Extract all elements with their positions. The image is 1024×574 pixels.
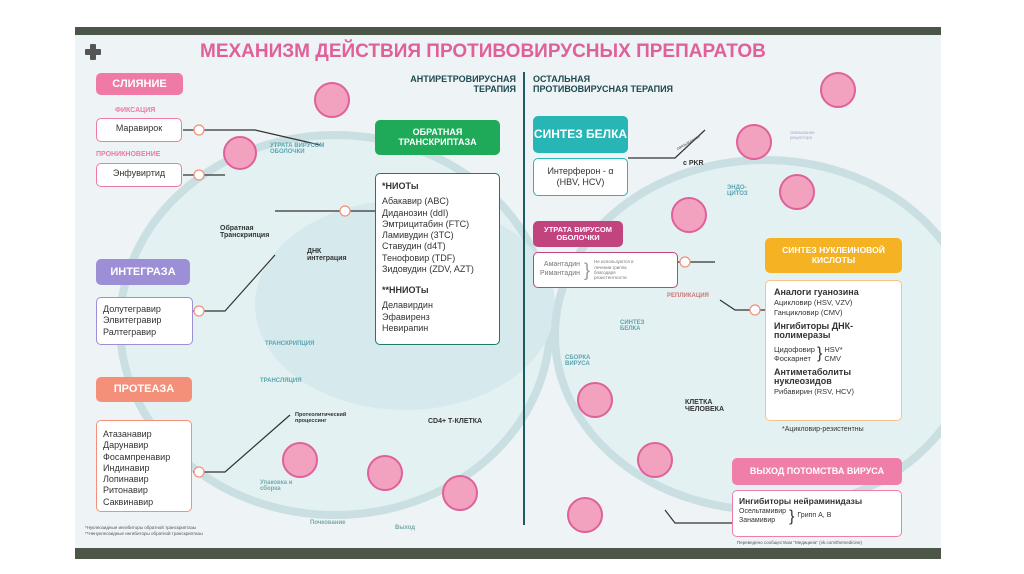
drug: Ритонавир	[103, 485, 148, 496]
drug: Тенофовир (TDF)	[382, 252, 456, 263]
nrti-title: *НИОТы	[382, 181, 419, 191]
plus-icon	[85, 44, 101, 60]
group-title: Аналоги гуанозина	[774, 287, 859, 297]
transcription-label: ТРАНСКРИПЦИЯ	[265, 341, 315, 347]
human-cell-label: КЛЕТКА ЧЕЛОВЕКА	[685, 399, 724, 413]
protein-synthesis-header: СИНТЕЗ БЕЛКА	[533, 116, 628, 153]
drug: Рибавирин (RSV, HCV)	[774, 386, 854, 396]
protease-header: ПРОТЕАЗА	[96, 377, 192, 402]
exit-header: ВЫХОД ПОТОМСТВА ВИРУСА	[732, 458, 902, 485]
drug: Саквинавир	[103, 496, 154, 507]
nucleic-acid-box: Аналоги гуанозина Ацикловир (HSV, VZV) Г…	[765, 280, 902, 421]
drug: Занамивир	[739, 516, 776, 524]
translation-label: ТРАНСЛЯЦИЯ	[260, 378, 302, 384]
drug: Абакавир (ABC)	[382, 196, 449, 207]
rt-drugs-box: *НИОТы Абакавир (ABC) Диданозин (ddI) Эм…	[375, 173, 500, 345]
drug: Осельтамивир	[739, 507, 787, 515]
drug: Диданозин (ddI)	[382, 207, 449, 218]
interferon-box: Интерферон - α (HBV, HCV)	[533, 158, 628, 196]
drug: Фоскарнет	[774, 353, 811, 363]
drug: Атазанавир	[103, 429, 152, 439]
maraviroc-box: Маравирок	[96, 118, 182, 142]
proteolytic-label: Протеолитический процессинг	[295, 412, 347, 424]
drug: Фосампренавир	[103, 451, 171, 462]
integrase-drugs-box: Долутегравир Элвитегравир Ралтегравир	[96, 297, 193, 345]
budding-label: Почкование	[310, 520, 346, 526]
drug: Индинавир	[103, 462, 150, 473]
drug: Эмтрицитабин (FTC)	[382, 218, 470, 229]
footnote: **Ненуклеозидные ингибиторы обратной тра…	[85, 530, 203, 536]
target: CMV	[824, 353, 841, 363]
right-section-title: ОСТАЛЬНАЯ ПРОТИВОВИРУСНАЯ ТЕРАПИЯ	[533, 74, 674, 94]
footnotes: *Нуклеозидные ингибиторы обратной транск…	[85, 525, 203, 537]
uncoating-header: УТРАТА ВИРУСОМ ОБОЛОЧКИ	[533, 221, 623, 247]
protein-synthesis-label: СИНТЕЗ БЕЛКА	[620, 320, 645, 332]
dna-integration-label: ДНК интеграция	[307, 248, 347, 262]
drug: Лопинавир	[103, 474, 149, 484]
acyclovir-note: *Ацикловир-резистентны	[782, 426, 864, 433]
cd4-cell-label: CD4+ Т-КЛЕТКА	[428, 418, 483, 425]
integrase-header: ИНТЕГРАЗА	[96, 259, 190, 285]
drug: Долутегравир	[103, 304, 161, 314]
uncoating-note: Не используются в лечении гриппа благода…	[594, 259, 634, 281]
protease-drugs-box: Атазанавир Дарунавир Фосампренавир Индин…	[96, 420, 192, 512]
drug: Римантадин	[540, 270, 581, 277]
target: Грипп А, В	[797, 512, 832, 520]
receptor-label: связывание рецептора	[790, 130, 815, 140]
enfuvirtide-box: Энфувиртид	[96, 163, 182, 187]
drug: Ацикловир (HSV, VZV)	[774, 298, 853, 308]
drug: Ставудин (d4T)	[382, 241, 446, 252]
credit: Переведено сообществом "Медицина" (vk.co…	[737, 540, 863, 545]
drug: Эфавиренз	[382, 311, 430, 322]
drug: Ламивудин (3TC)	[382, 230, 454, 240]
hiv-virions	[223, 82, 478, 511]
exit-label: Выход	[395, 525, 416, 531]
rt-header: ОБРАТНАЯ ТРАНСКРИПТАЗА	[375, 120, 500, 155]
drug: Цидофовир	[774, 344, 815, 354]
drug: Ралтегравир	[103, 326, 157, 337]
group-title: Антиметаболиты нуклеозидов	[774, 366, 852, 387]
group-title: Ингибиторы ДНК-полимеразы	[774, 321, 854, 341]
drug: Делавирдин	[382, 300, 433, 311]
drug: Амантадин	[543, 261, 581, 269]
drug: Зидовудин (ZDV, AZT)	[382, 263, 474, 274]
penetration-label: ПРОНИКНОВЕНИЕ	[96, 151, 161, 158]
nnrti-title: **ННИОТы	[382, 285, 429, 295]
assembly-label: Упаковка и сборка	[260, 480, 293, 492]
page-title: МЕХАНИЗМ ДЕЙСТВИЯ ПРОТИВОВИРУСНЫХ ПРЕПАР…	[200, 41, 766, 62]
reverse-transcription-label: Обратная Транскрипция	[220, 225, 270, 239]
fixation-label: ФИКСАЦИЯ	[115, 107, 156, 114]
drug: Элвитегравир	[103, 315, 162, 326]
drug: Невирапин	[382, 322, 429, 333]
group-title: Ингибиторы нейраминидазы	[739, 496, 863, 506]
uncoating-label: УТРАТА ВИРУСОМ ОБОЛОЧКИ	[270, 143, 325, 155]
drug: Ганцикловир (CMV)	[774, 307, 843, 317]
drug: Дарунавир	[103, 440, 149, 451]
poster: МЕХАНИЗМ ДЕЙСТВИЯ ПРОТИВОВИРУСНЫХ ПРЕПАР…	[75, 35, 941, 548]
pkr-label: с PKR	[683, 160, 704, 167]
left-section-title: АНТИРЕТРОВИРУСНАЯ ТЕРАПИЯ	[410, 74, 516, 94]
other-virions	[567, 72, 856, 533]
replication-label: РЕПЛИКАЦИЯ	[667, 293, 709, 299]
footnote: *Нуклеозидные ингибиторы обратной транск…	[85, 525, 197, 530]
nucleic-acid-header: СИНТЕЗ НУКЛЕИНОВОЙ КИСЛОТЫ	[765, 238, 902, 273]
endocytosis-label: ЭНДО-ЦИТОЗ	[727, 185, 748, 197]
assembly-label: СБОРКА ВИРУСА	[565, 355, 591, 367]
target: HSV*	[824, 344, 843, 354]
fusion-header: СЛИЯНИЕ	[96, 73, 183, 95]
